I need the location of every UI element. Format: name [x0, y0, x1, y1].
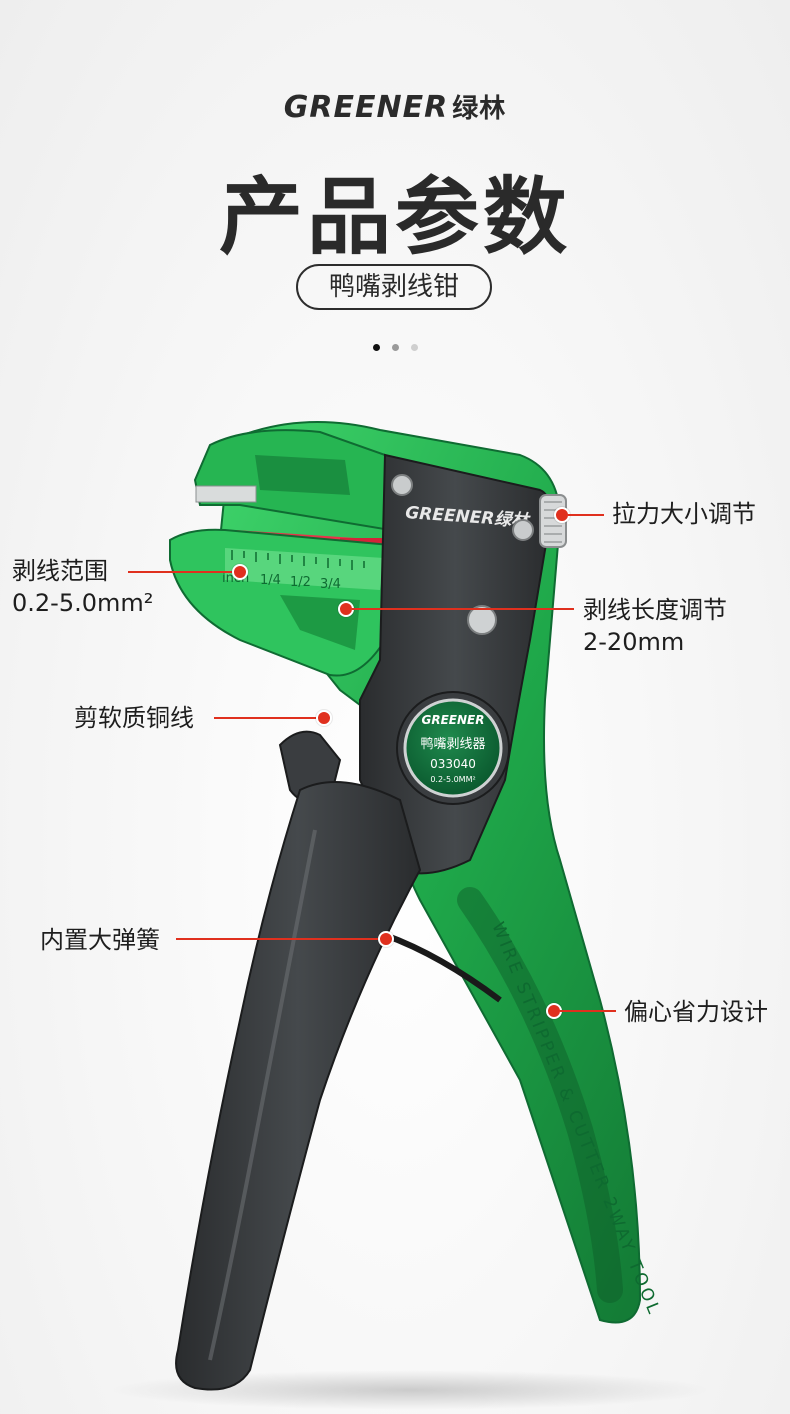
- product-badge: GREENER 鸭嘴剥线器 033040 0.2-5.0MM²: [396, 691, 510, 805]
- label-strip-range-text: 剥线范围: [12, 557, 108, 585]
- dark-handle: [175, 781, 422, 1391]
- label-cut-copper: 剪软质铜线: [74, 702, 194, 734]
- label-strip-range: 剥线范围 0.2-5.0mm²: [12, 555, 153, 619]
- rivet-middle: [467, 605, 497, 635]
- carousel-dot-2[interactable]: [391, 344, 399, 351]
- carousel-indicator: [0, 344, 790, 351]
- product-name-badge: 鸭嘴剥线钳: [296, 264, 492, 310]
- floor-shadow: [110, 1370, 710, 1410]
- scale-label-three-quarter: 3/4: [320, 577, 341, 592]
- label-built-in-spring-text: 内置大弹簧: [40, 926, 160, 954]
- scale-label-half: 1/2: [290, 575, 311, 590]
- carousel-dot-1[interactable]: [372, 344, 380, 351]
- line-cut-copper: [214, 717, 316, 719]
- scale-label-quarter: 1/4: [260, 573, 281, 588]
- line-eccentric-design: [560, 1010, 616, 1012]
- label-built-in-spring: 内置大弹簧: [40, 924, 160, 956]
- label-tension-adjust: 拉力大小调节: [612, 498, 756, 530]
- label-strip-length-text: 剥线长度调节: [583, 596, 727, 624]
- label-strip-range-value: 0.2-5.0mm²: [12, 589, 154, 617]
- badge-brand: GREENER: [422, 713, 485, 727]
- brand-name-en: GREENER: [283, 90, 449, 125]
- lower-jaw-scale: [225, 548, 385, 590]
- label-eccentric-design: 偏心省力设计: [624, 996, 768, 1028]
- line-strip-range: [128, 571, 232, 573]
- marker-strip-range: [232, 564, 248, 580]
- spring-wire: [383, 932, 502, 1003]
- label-tension-adjust-text: 拉力大小调节: [612, 500, 756, 528]
- badge-spec: 0.2-5.0MM²: [430, 775, 475, 784]
- page-title: 产品参数: [218, 168, 571, 266]
- line-built-in-spring: [176, 938, 378, 940]
- badge-product-name: 鸭嘴剥线器: [420, 737, 485, 752]
- line-tension-adjust: [568, 514, 604, 516]
- scale-ticks: [231, 550, 365, 570]
- upper-jaw-recess: [255, 455, 350, 495]
- label-strip-length: 剥线长度调节 2-20mm: [583, 594, 727, 658]
- dark-handle-highlight: [208, 829, 317, 1361]
- line-strip-length: [352, 608, 574, 610]
- handle-grip-groove: [457, 887, 623, 1303]
- carousel-dot-3[interactable]: [410, 344, 418, 351]
- label-strip-length-value: 2-20mm: [583, 628, 685, 656]
- upper-jaw-blade: [195, 485, 257, 503]
- rivet-top-right: [512, 519, 534, 541]
- rivet-top-left: [391, 474, 413, 496]
- badge-model: 033040: [430, 757, 476, 771]
- marker-built-in-spring: [378, 931, 394, 947]
- label-cut-copper-text: 剪软质铜线: [74, 704, 194, 732]
- marker-cut-copper: [316, 710, 332, 726]
- label-eccentric-design-text: 偏心省力设计: [624, 998, 768, 1026]
- brand-name-cn: 绿林: [452, 94, 507, 124]
